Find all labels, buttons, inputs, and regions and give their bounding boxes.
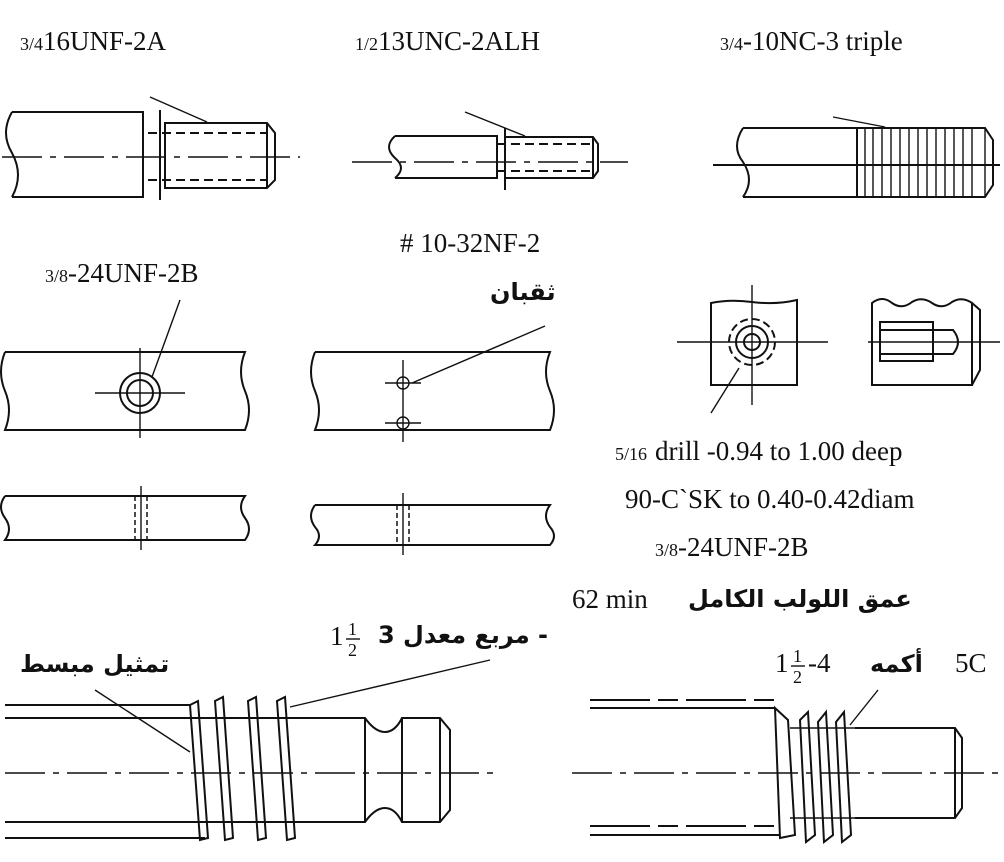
leader-line (149, 96, 208, 123)
acme-tpi: -4 (808, 648, 831, 678)
square-thread: تمثيل مبسط 1 1 2 مربع معدل 3 - (5, 619, 548, 842)
fraction: 3/4 (20, 34, 43, 54)
thread-label-2: 13UNC-2ALH (378, 26, 540, 56)
square-label: مربع معدل 3 - (378, 621, 548, 649)
acme-class: 5C (955, 648, 987, 678)
simplified-label: تمثيل مبسط (20, 650, 169, 678)
acme-label: أكمه (870, 648, 923, 678)
svg-text:3/4-10NC-3 triple: 3/4-10NC-3 triple (720, 26, 903, 56)
acme-whole: 1 (775, 648, 789, 678)
hole-label-2: # 10-32NF-2 (400, 228, 540, 258)
external-thread-3: 3/4-10NC-3 triple (713, 26, 1000, 198)
svg-text:2: 2 (348, 640, 357, 660)
external-thread-1: 3/416UNF-2A (2, 26, 300, 200)
thread-label-1: 16UNF-2A (43, 26, 167, 56)
svg-text:1: 1 (793, 646, 802, 666)
countersink-note: 90-C`SK to 0.40-0.42diam (625, 484, 915, 514)
svg-text:2: 2 (793, 667, 802, 687)
thread-label-3: -10NC-3 triple (743, 26, 903, 56)
shaft (5, 111, 144, 198)
tapped-hole-1: 3/8-24UNF-2B (0, 258, 250, 550)
tapped-hole-2: # 10-32NF-2 ثقبان (310, 228, 556, 555)
svg-text:3/8-24UNF-2B: 3/8-24UNF-2B (45, 258, 199, 288)
drill-note: drill -0.94 to 1.00 deep (655, 436, 902, 466)
svg-text:3/8-24UNF-2B: 3/8-24UNF-2B (655, 532, 809, 562)
acme-thread: 1 1 2 -4 أكمه 5C (572, 646, 1004, 844)
hole-label-1: -24UNF-2B (68, 258, 199, 288)
depth-note-arabic: عمق اللولب الكامل (688, 585, 912, 613)
external-thread-2: 1/213UNC-2ALH (352, 26, 628, 190)
svg-text:3/416UNF-2A: 3/416UNF-2A (20, 26, 167, 56)
svg-text:1/213UNC-2ALH: 1/213UNC-2ALH (355, 26, 540, 56)
square-whole: 1 (330, 621, 344, 651)
depth-note: 62 min (572, 584, 648, 614)
svg-text:1: 1 (348, 619, 357, 639)
hole-label-2-arabic: ثقبان (490, 278, 556, 306)
tap-note: -24UNF-2B (678, 532, 809, 562)
